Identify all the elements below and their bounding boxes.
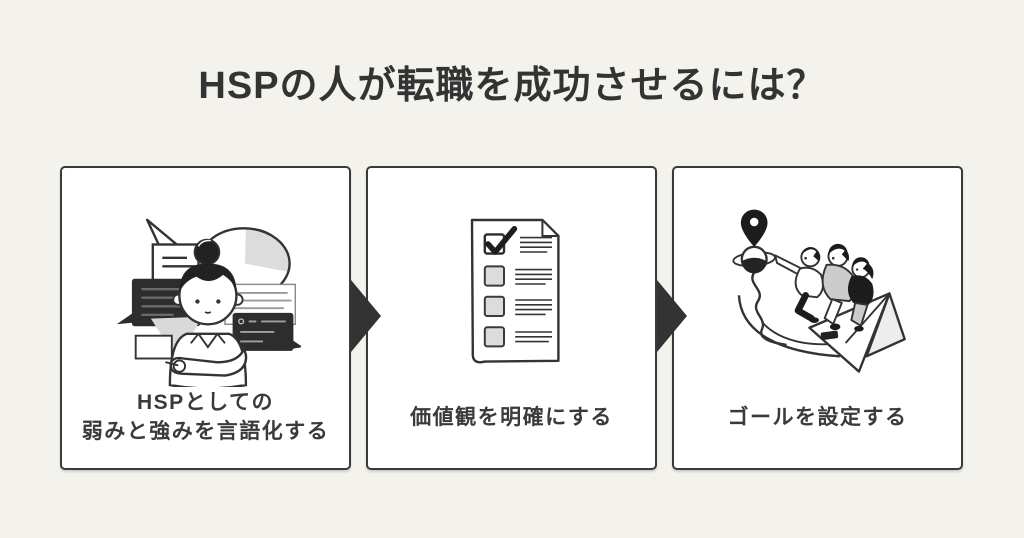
step-label-3: ゴールを設定する xyxy=(727,405,908,429)
woman-with-speech-bubbles-illustration xyxy=(62,194,349,390)
step-card-verbalize-strengths: HSPとしての 弱みと強みを言語化する xyxy=(60,166,351,470)
step-label-1: HSPとしての 弱みと強みを言語化する xyxy=(81,391,330,443)
step-card-clarify-values: 価値観を明確にする xyxy=(366,166,657,470)
step-label-2: 価値観を明確にする xyxy=(410,405,613,429)
goal-paper-plane-icon xyxy=(731,209,906,373)
step-card-set-goal: ゴールを設定する xyxy=(672,166,963,470)
goal-paper-plane-illustration xyxy=(674,194,961,390)
checklist-paper-illustration xyxy=(368,194,655,390)
page-title: HSPの人が転職を成功させるには？ xyxy=(198,65,826,107)
checklist-icon xyxy=(470,218,560,364)
woman-with-speech-bubbles-icon xyxy=(116,218,301,387)
